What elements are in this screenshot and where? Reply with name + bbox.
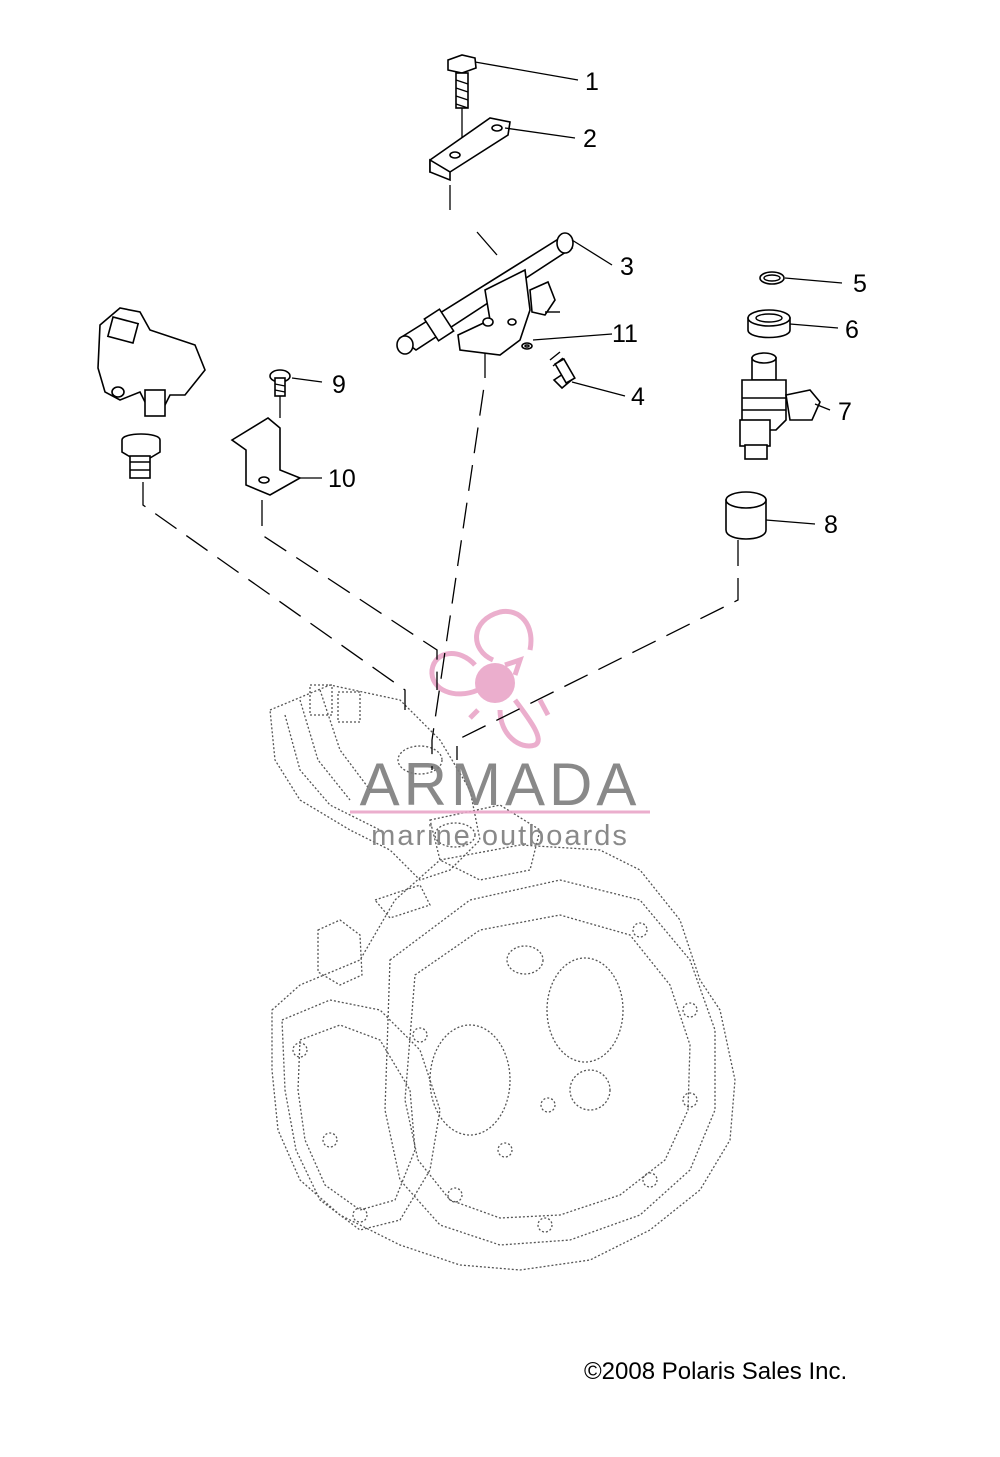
callout-8: 8 <box>824 511 838 539</box>
callout-1: 1 <box>585 68 599 96</box>
propeller-hub-icon <box>475 663 515 703</box>
part-3-fuel-rail <box>396 232 574 356</box>
callout-4: 4 <box>631 383 645 411</box>
part-2-bracket <box>429 117 511 182</box>
propeller-logo-icon <box>429 608 551 749</box>
callout-labels: 1 2 3 4 5 6 7 8 9 10 11 <box>328 68 867 539</box>
part-1-bolt <box>447 54 477 150</box>
part-5-o-ring <box>759 271 785 285</box>
callout-2: 2 <box>583 125 597 153</box>
part-6-seal <box>747 309 791 339</box>
part-8-spacer <box>725 491 767 540</box>
callout-11: 11 <box>612 320 638 348</box>
copyright-notice: ©2008 Polaris Sales Inc. <box>584 1358 848 1385</box>
callout-10: 10 <box>328 465 356 493</box>
callout-9: 9 <box>332 371 346 399</box>
callout-6: 6 <box>845 316 859 344</box>
part-10-clip <box>230 417 302 496</box>
callout-3: 3 <box>620 253 634 281</box>
part-11-o-ring <box>521 342 533 350</box>
engine-head-outline <box>269 684 736 1271</box>
callout-leaders <box>291 61 843 525</box>
watermark-brand: ARMADA <box>360 751 641 818</box>
armada-watermark: ARMADA marine outboards <box>350 608 650 852</box>
callout-7: 7 <box>838 398 852 426</box>
part-7-injector <box>739 352 821 460</box>
callout-5: 5 <box>853 270 867 298</box>
watermark-tagline: marine outboards <box>371 820 629 852</box>
cam-position-sensor <box>97 307 206 479</box>
assembly-lines <box>142 185 739 770</box>
part-4-screw <box>549 351 576 390</box>
part-9-screw <box>269 369 291 418</box>
